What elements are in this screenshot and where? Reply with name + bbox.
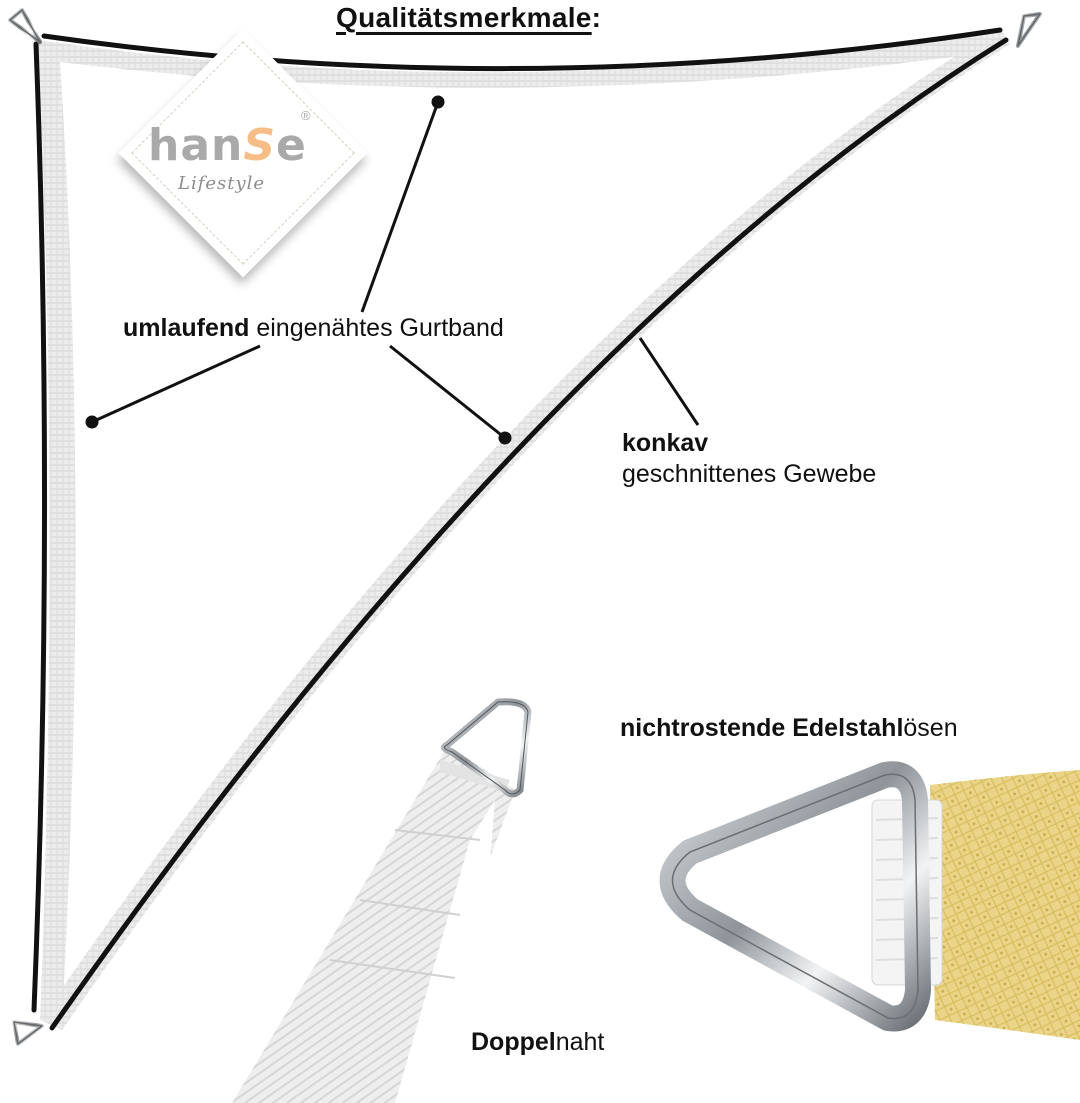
registered-mark-icon: ® [301,108,311,123]
annotation-concave-regular: geschnittenes Gewebe [622,460,877,489]
annotation-seam-bold: Doppel [471,1028,556,1056]
logo-tagline: Lifestyle [178,173,266,194]
annotation-double-seam: Doppelnaht [471,1027,604,1058]
sail-outline [31,27,1009,1031]
title-text: Qualitätsmerkmale [336,2,592,33]
double-seam-strap-inset [232,698,532,1103]
annotation-rings-regular: ösen [903,714,958,742]
annotation-webbing-bold: umlaufend [123,314,250,342]
annotation-stainless-rings: nichtrostende Edelstahlösen [620,713,958,744]
annotation-seam-regular: naht [555,1028,605,1056]
annotation-concave-bold: konkav [622,429,709,457]
stainless-ring-inset [659,761,1080,1040]
logo-text-s: S [243,120,277,171]
annotation-rings-bold: nichtrostende Edelstahl [620,714,904,742]
title-colon: : [591,2,602,33]
logo-wordmark: hanSe [148,120,348,171]
logo-text-e: e [276,120,307,171]
annotation-webbing-regular: eingenähtes Gurtband [249,314,504,342]
logo-text-han: han [148,120,244,171]
annotation-concave: konkav geschnittenes Gewebe [622,428,876,491]
hanse-lifestyle-logo: hanSe ® Lifestyle [118,28,368,278]
leader-lines [85,95,700,445]
annotation-webbing: umlaufend eingenähtes Gurtband [123,313,504,344]
page-title: Qualitätsmerkmale: [336,2,601,34]
